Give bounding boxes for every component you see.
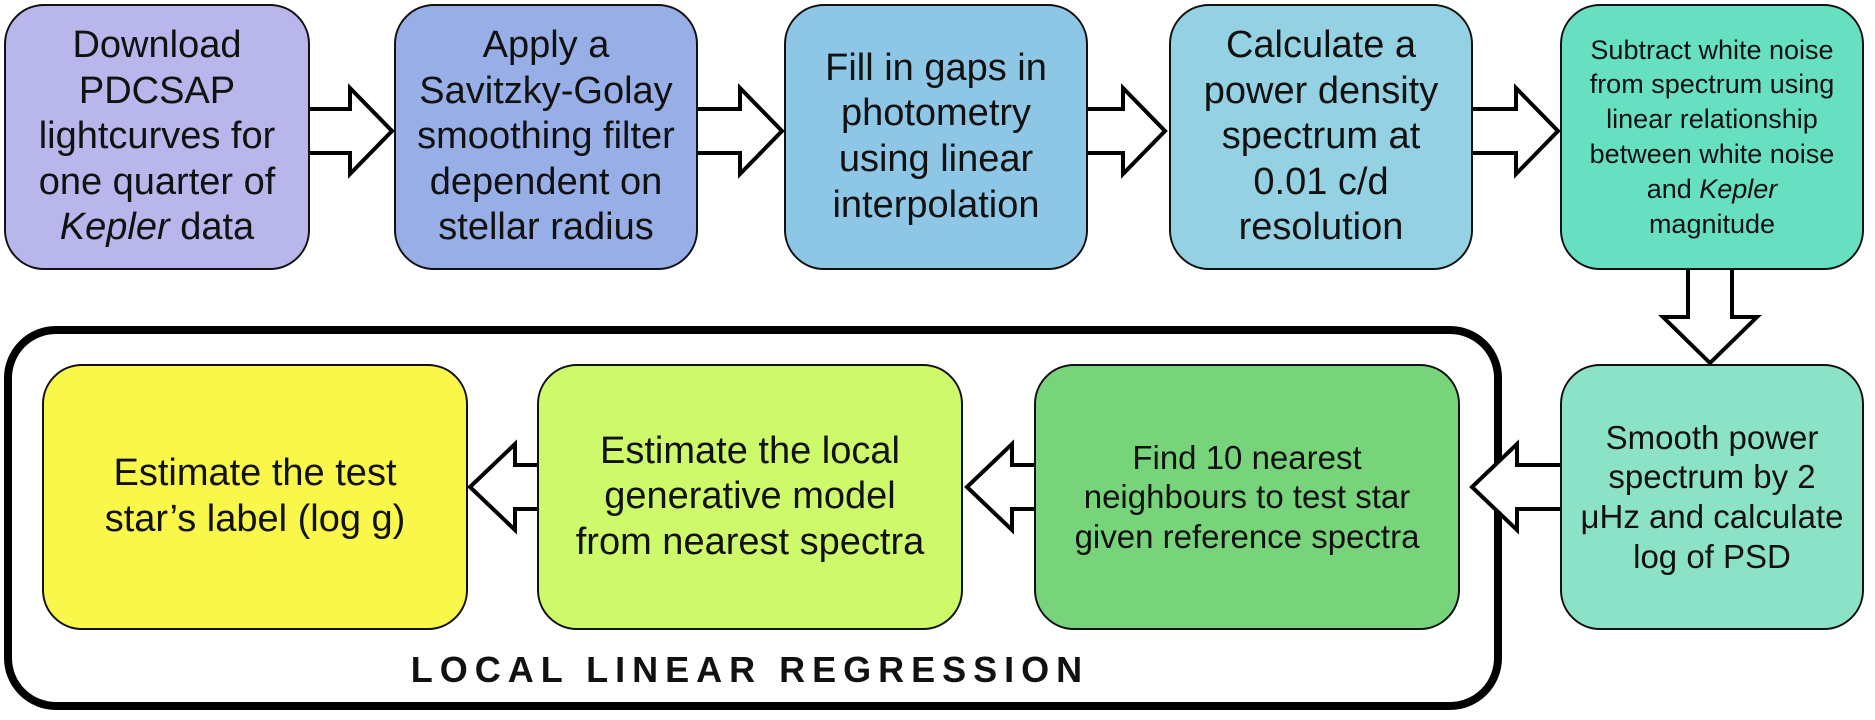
text-segment: data — [169, 206, 255, 249]
text-segment: log of PSD — [1633, 537, 1791, 575]
step-text-line: PDCSAP — [39, 69, 276, 115]
step-text-line: Savitzky-Golay — [417, 69, 675, 115]
step-text-line: stellar radius — [417, 205, 675, 251]
text-segment: neighbours to test star — [1083, 478, 1411, 516]
text-segment: from nearest spectra — [575, 520, 925, 563]
step-text-line: smoothing filter — [417, 114, 675, 160]
italic-text: Kepler — [1699, 173, 1778, 204]
step-text-line: lightcurves for — [39, 114, 276, 160]
text-segment: Calculate a — [1225, 24, 1417, 67]
text-segment: given reference spectra — [1074, 517, 1420, 555]
step-text-line: from nearest spectra — [576, 520, 924, 566]
step-subtract-white-noise: Subtract white noise from spectrum using l… — [1560, 4, 1864, 270]
step-text-line: spectrum at — [1204, 114, 1438, 160]
step-text-line: linear relationship — [1590, 102, 1835, 137]
text-segment: PDCSAP — [78, 69, 236, 112]
local-linear-regression-label: LOCAL LINEAR REGRESSION — [410, 649, 1090, 690]
step-text-line: 0.01 c/d — [1204, 160, 1438, 206]
text-segment: and — [1646, 173, 1700, 204]
text-segment: linear relationship — [1606, 104, 1818, 135]
italic-text: Kepler — [59, 206, 170, 249]
step-text-line: Calculate a — [1204, 23, 1438, 69]
step-text-line: log of PSD — [1581, 537, 1844, 577]
text-segment: Download — [72, 24, 242, 67]
step-text-line: Smooth power — [1581, 418, 1844, 458]
step-text-line: star’s label (log g) — [105, 497, 406, 543]
step-text-line: μHz and calculate — [1581, 497, 1844, 537]
step-text-line: Subtract white noise — [1590, 33, 1835, 68]
step-text: Subtract white noise from spectrum using l… — [1590, 33, 1835, 242]
step-text-line: from spectrum using — [1590, 67, 1835, 102]
text-segment: from spectrum using — [1589, 69, 1835, 100]
text-segment: Apply a — [482, 24, 610, 67]
step-text-line: between white noise — [1590, 137, 1835, 172]
text-segment: smoothing filter — [417, 115, 675, 158]
text-segment: star’s label (log g) — [104, 498, 406, 540]
local-linear-regression-frame — [4, 326, 1502, 710]
text-segment: Subtract white noise — [1590, 34, 1834, 65]
text-segment: generative model — [604, 475, 896, 518]
step-text-line: photometry — [825, 91, 1047, 137]
step-text-line: given reference spectra — [1075, 517, 1420, 557]
step-text-line: power density — [1204, 69, 1438, 115]
step-text-line: and Kepler — [1590, 172, 1835, 207]
text-segment: Smooth power — [1605, 418, 1819, 456]
text-segment: resolution — [1238, 206, 1404, 249]
text-segment: lightcurves for — [38, 115, 276, 158]
step-text-line: Find 10 nearest — [1075, 438, 1420, 478]
text-segment: Savitzky-Golay — [419, 69, 673, 112]
step-text-line: Fill in gaps in — [825, 46, 1047, 92]
text-segment: stellar radius — [438, 206, 654, 249]
text-segment: spectrum at — [1221, 115, 1421, 158]
text-segment: spectrum by 2 — [1608, 458, 1816, 496]
step-text-line: Kepler data — [39, 205, 276, 251]
text-segment: Estimate the local — [600, 429, 900, 472]
step-text-line: magnitude — [1590, 207, 1835, 242]
text-segment: between white noise — [1589, 139, 1835, 169]
text-segment: power density — [1203, 69, 1439, 112]
step-text-line: one quarter of — [39, 160, 276, 206]
step-text-line: neighbours to test star — [1075, 477, 1420, 517]
text-segment: one quarter of — [38, 160, 276, 203]
arrow-white-noise-to-smooth-power — [1658, 257, 1762, 366]
text-segment: Find 10 nearest — [1132, 438, 1362, 476]
text-segment: photometry — [840, 92, 1032, 135]
step-text-line: generative model — [576, 474, 924, 520]
text-segment: magnitude — [1648, 208, 1776, 239]
text-segment: μHz and calculate — [1580, 498, 1844, 535]
step-text-line: Apply a — [417, 23, 675, 69]
step-text-line: spectrum by 2 — [1581, 457, 1844, 497]
text-segment: 0.01 c/d — [1253, 160, 1389, 203]
step-text-line: Estimate the local — [576, 429, 924, 475]
step-text-line: Estimate the test — [105, 451, 406, 497]
text-segment: dependent on — [429, 160, 663, 203]
step-text-line: dependent on — [417, 160, 675, 206]
step-text-line: interpolation — [825, 183, 1047, 229]
text-segment: using linear — [838, 138, 1034, 180]
step-text-line: using linear — [825, 137, 1047, 183]
text-segment: interpolation — [832, 183, 1040, 226]
step-text-line: resolution — [1204, 205, 1438, 251]
text-segment: Estimate the test — [113, 452, 397, 495]
text-segment: Fill in gaps in — [825, 46, 1047, 89]
step-text-line: Download — [39, 23, 276, 69]
